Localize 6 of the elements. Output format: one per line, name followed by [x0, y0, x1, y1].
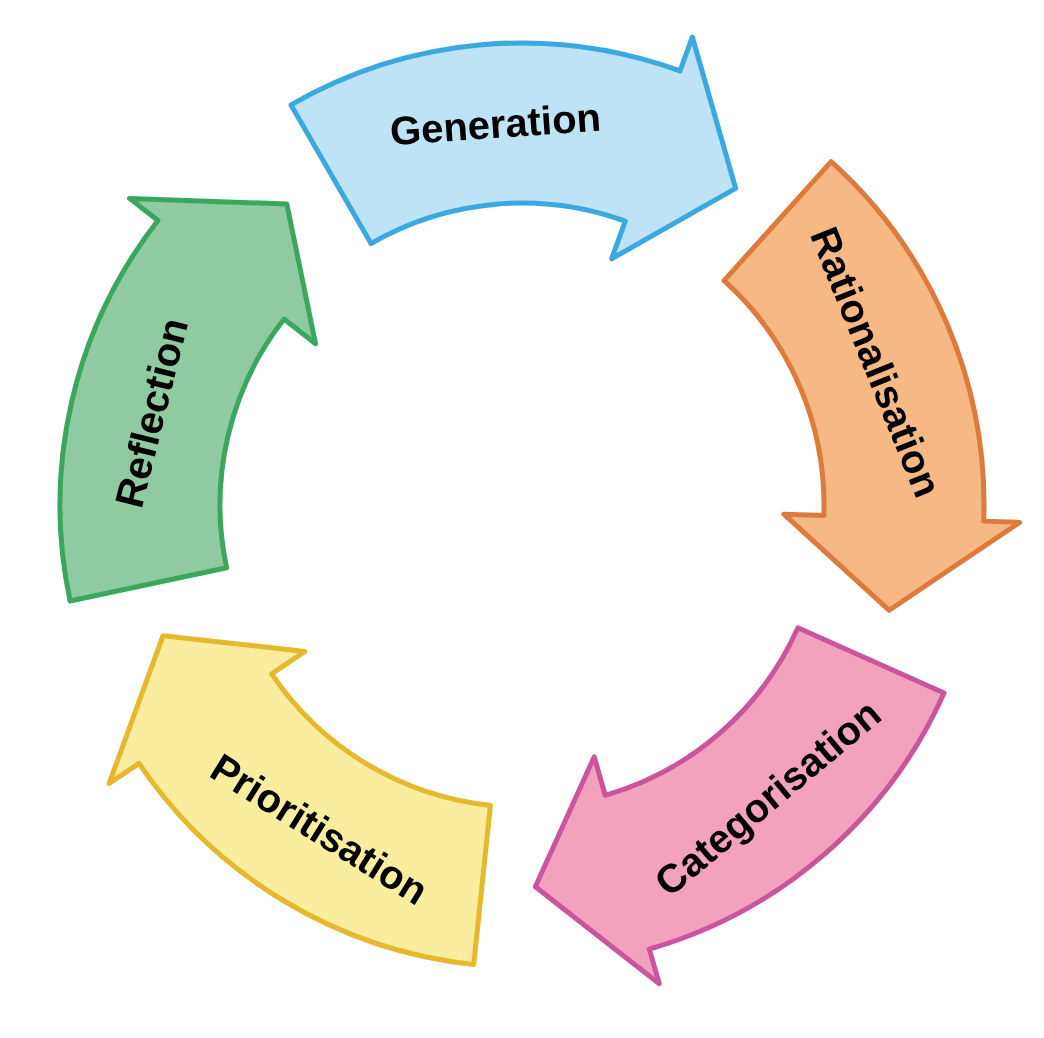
cycle-stage [106, 633, 493, 967]
cycle-stage [721, 159, 1023, 613]
cycle-stage [57, 195, 319, 604]
cycle-stage [288, 34, 739, 262]
cycle-stage [532, 625, 947, 987]
stage-label: Generation [388, 96, 603, 152]
